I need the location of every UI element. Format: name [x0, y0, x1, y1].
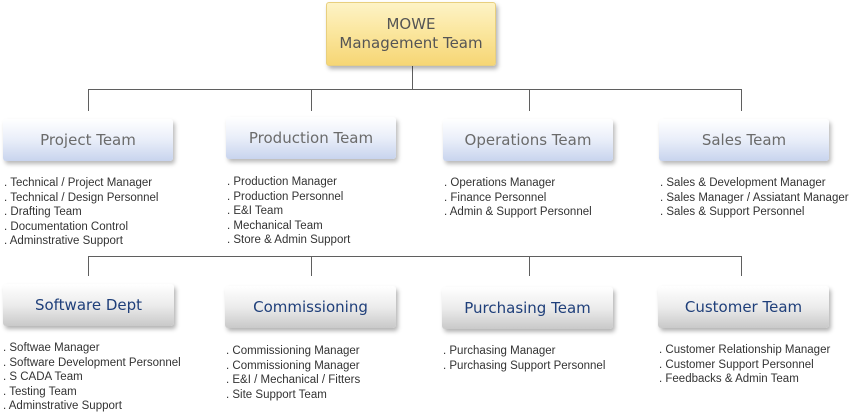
list-item: E&I Team: [227, 204, 350, 219]
management-line1: MOWE: [386, 15, 436, 33]
connector-operations-drop: [529, 89, 530, 111]
list-item: Production Personnel: [227, 190, 350, 205]
production-team-list: Production Manager Production Personnel …: [227, 175, 350, 248]
sales-team-label: Sales Team: [701, 131, 787, 149]
software-dept-label: Software Dept: [34, 296, 143, 314]
list-item: Technical / Project Manager: [4, 176, 159, 191]
software-dept-box: Software Dept: [3, 284, 174, 326]
connector-commissioning-drop: [311, 256, 312, 276]
connector-row2-horizontal: [88, 256, 742, 257]
list-item: Sales & Development Manager: [660, 176, 849, 191]
sales-team-list: Sales & Development Manager Sales Manage…: [660, 176, 849, 220]
project-team-box: Project Team: [3, 119, 173, 161]
list-item: E&I / Mechanical / Fitters: [226, 373, 360, 388]
list-item: Documentation Control: [4, 220, 159, 235]
operations-team-box: Operations Team: [443, 119, 613, 161]
list-item: Store & Admin Support: [227, 233, 350, 248]
list-item: Softwae Manager: [3, 341, 181, 356]
list-item: Purchasing Manager: [443, 344, 605, 359]
list-item: Commissioning Manager: [226, 344, 360, 359]
purchasing-team-box: Purchasing Team: [442, 287, 613, 329]
list-item: Customer Support Personnel: [659, 358, 830, 373]
list-item: Sales Manager / Assiatant Manager: [660, 191, 848, 206]
connector-software-drop: [88, 256, 89, 276]
list-item: Operations Manager: [444, 176, 592, 191]
list-item: Mechanical Team: [227, 219, 350, 234]
management-line2: Management Team: [339, 34, 483, 52]
list-item: Drafting Team: [4, 205, 159, 220]
commissioning-box: Commissioning: [225, 286, 396, 328]
list-item: Feedbacks & Admin Team: [659, 372, 830, 387]
list-item: Customer Relationship Manager: [659, 343, 830, 358]
management-team-box: MOWE Management Team: [326, 2, 496, 66]
connector-project-drop: [88, 89, 89, 111]
connector-top-vertical: [412, 66, 413, 90]
customer-team-box: Customer Team: [658, 286, 829, 328]
project-team-list: Technical / Project Manager Technical / …: [4, 176, 159, 249]
operations-team-label: Operations Team: [464, 131, 592, 149]
connector-production-drop: [311, 89, 312, 111]
connector-customer-drop: [741, 256, 742, 276]
operations-team-list: Operations Manager Finance Personnel Adm…: [444, 176, 592, 220]
list-item: Sales & Support Personnel: [660, 205, 849, 220]
customer-team-label: Customer Team: [684, 298, 803, 316]
commissioning-label: Commissioning: [253, 298, 368, 316]
list-item: Software Development Personnel: [3, 356, 180, 371]
list-item: Commissioning Manager: [226, 359, 360, 374]
list-item: Technical / Design Personnel: [4, 191, 158, 206]
production-team-box: Production Team: [226, 117, 396, 159]
sales-team-box: Sales Team: [659, 119, 829, 161]
list-item: Adminstrative Support: [3, 399, 181, 414]
software-dept-list: Softwae Manager Software Development Per…: [3, 341, 181, 414]
connector-sales-drop: [741, 89, 742, 111]
commissioning-list: Commissioning Manager Commissioning Mana…: [226, 344, 360, 402]
list-item: S CADA Team: [3, 370, 181, 385]
list-item: Production Manager: [227, 175, 350, 190]
list-item: Testing Team: [3, 385, 181, 400]
list-item: Finance Personnel: [444, 191, 592, 206]
customer-team-list: Customer Relationship Manager Customer S…: [659, 343, 830, 387]
list-item: Admin & Support Personnel: [444, 205, 592, 220]
purchasing-team-label: Purchasing Team: [464, 299, 591, 317]
purchasing-team-list: Purchasing Manager Purchasing Support Pe…: [443, 344, 605, 373]
production-team-label: Production Team: [248, 129, 374, 147]
connector-purchasing-drop: [529, 256, 530, 276]
connector-row1-horizontal: [88, 89, 742, 90]
list-item: Adminstrative Support: [4, 234, 159, 249]
list-item: Site Support Team: [226, 388, 360, 403]
list-item: Purchasing Support Personnel: [443, 359, 605, 374]
project-team-label: Project Team: [40, 131, 136, 149]
